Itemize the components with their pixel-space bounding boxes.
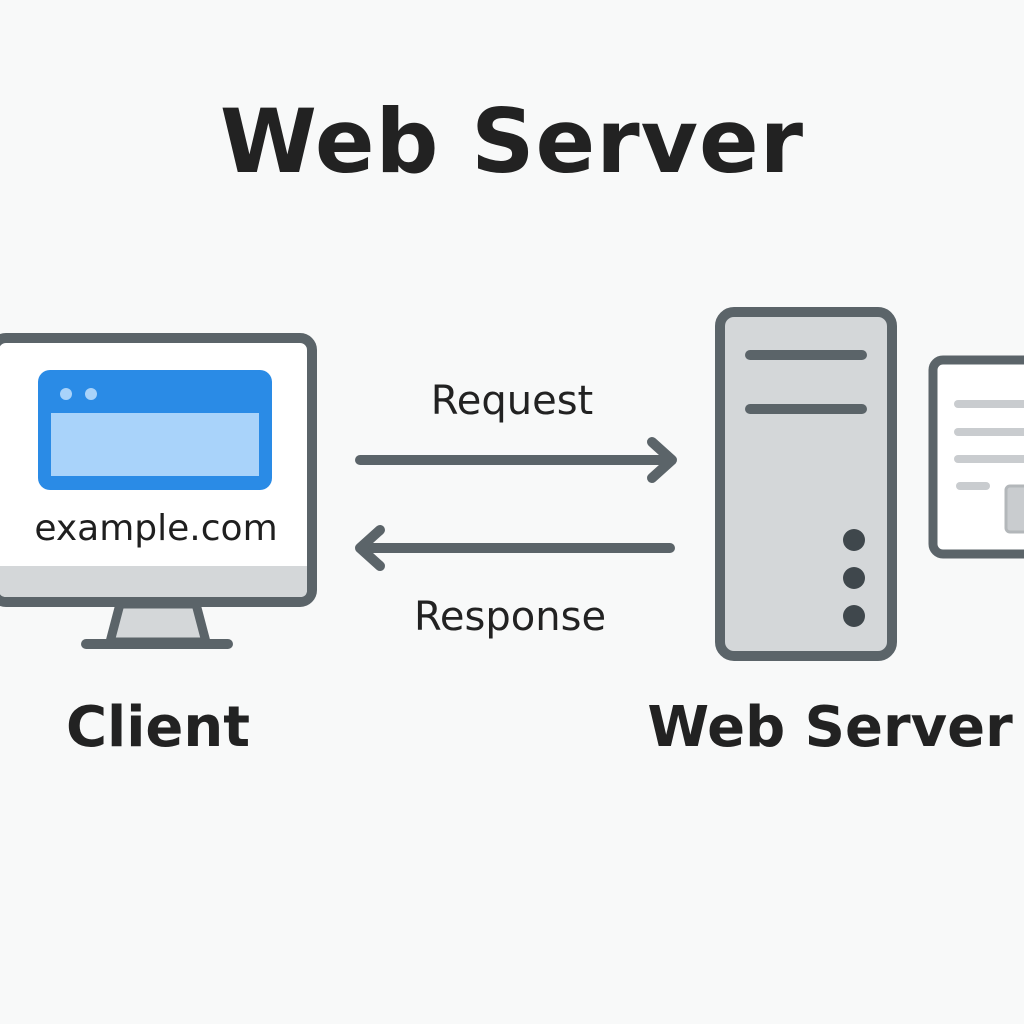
page-image-block [1004,484,1024,534]
browser-dot-icon [60,388,72,400]
web-page-icon [928,355,1024,559]
request-arrow [355,437,677,483]
arrow-right-icon [647,437,677,483]
response-label: Response [414,594,606,640]
monitor-bezel [0,566,307,597]
status-light-icon [843,605,865,627]
response-arrow [355,525,675,571]
url-text: example.com [34,508,277,549]
arrow-left-icon [355,525,385,571]
status-light-icon [843,529,865,551]
browser-dot-icon [85,388,97,400]
page-title: Web Server [220,90,804,193]
request-label: Request [431,378,593,424]
browser-window-icon [38,370,272,490]
status-light-icon [843,567,865,589]
browser-content [51,413,259,476]
monitor-stand [105,599,211,647]
monitor-icon: example.com [0,333,317,649]
client-label: Client [66,695,250,760]
server-case [715,307,897,661]
server-tower-icon [715,307,897,661]
server-label: Web Server [647,695,1013,760]
